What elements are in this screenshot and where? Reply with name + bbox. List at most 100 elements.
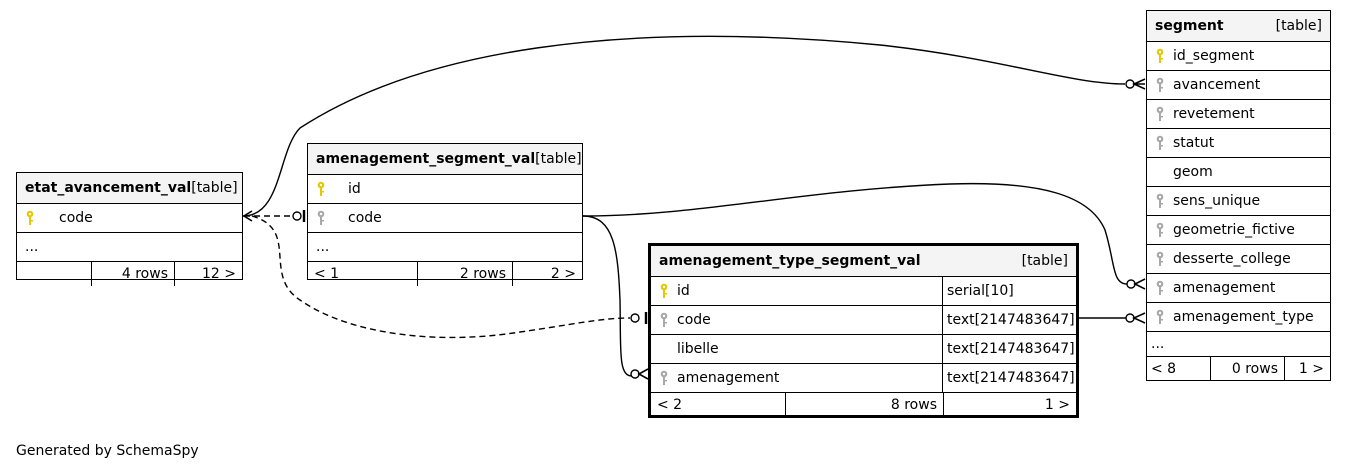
table-header: etat_avancement_val [table] bbox=[17, 173, 242, 204]
table-footer: 4 rows 12 > bbox=[17, 262, 242, 286]
column-row[interactable]: desserte_college bbox=[1147, 245, 1330, 274]
column-name: id bbox=[348, 181, 361, 197]
table-type-label: [table] bbox=[191, 180, 238, 196]
crowfoot-marker bbox=[242, 210, 253, 222]
column-name: libelle bbox=[677, 341, 719, 357]
more-columns: ... bbox=[25, 239, 39, 255]
primary-key-icon bbox=[660, 283, 668, 298]
table-footer: < 2 8 rows 1 > bbox=[651, 393, 1076, 417]
column-name: amenagement_type bbox=[1173, 309, 1314, 325]
table-etat-avancement-val[interactable]: etat_avancement_val [table] code ... 4 r… bbox=[16, 172, 243, 286]
link-asv-to-segment-amenagement bbox=[582, 182, 1128, 285]
column-name: geom bbox=[1173, 164, 1213, 180]
column-row[interactable]: id bbox=[308, 175, 582, 204]
row-count: 2 rows bbox=[417, 262, 512, 286]
table-header: amenagement_segment_val [table] bbox=[308, 144, 582, 175]
table-name: etat_avancement_val bbox=[25, 180, 192, 196]
column-divider bbox=[942, 306, 943, 334]
column-row[interactable]: libelle text[2147483647] bbox=[651, 335, 1076, 364]
table-name: amenagement_segment_val bbox=[316, 151, 536, 167]
parents-count[interactable] bbox=[17, 262, 91, 286]
column-name: code bbox=[348, 210, 382, 226]
crowfoot-marker bbox=[1132, 78, 1146, 90]
column-name: avancement bbox=[1173, 77, 1261, 93]
primary-key-icon bbox=[1156, 48, 1164, 63]
children-count[interactable]: 12 > bbox=[174, 262, 242, 286]
column-name: desserte_college bbox=[1173, 251, 1291, 267]
row-count: 0 rows bbox=[1210, 357, 1284, 381]
column-row[interactable]: sens_unique bbox=[1147, 187, 1330, 216]
zero-marker bbox=[292, 211, 302, 221]
parents-count[interactable]: < 2 bbox=[657, 397, 683, 413]
more-columns: ... bbox=[316, 239, 330, 255]
foreign-key-icon bbox=[317, 210, 325, 225]
column-row[interactable]: statut bbox=[1147, 129, 1330, 158]
column-name: sens_unique bbox=[1173, 193, 1261, 209]
column-divider bbox=[942, 277, 943, 305]
parents-count[interactable]: < 8 bbox=[1151, 361, 1177, 377]
table-footer: < 1 2 rows 2 > bbox=[308, 262, 582, 286]
column-row[interactable]: avancement bbox=[1147, 71, 1330, 100]
column-row[interactable]: id_segment bbox=[1147, 42, 1330, 71]
link-etat-to-atsv-code bbox=[251, 215, 631, 339]
link-etat-to-segment-avancement bbox=[242, 35, 1126, 217]
table-type-label: [table] bbox=[1021, 253, 1068, 269]
row-count: 8 rows bbox=[785, 393, 943, 417]
column-row[interactable]: code text[2147483647] bbox=[651, 306, 1076, 335]
column-name: amenagement bbox=[677, 370, 780, 386]
column-name: id_segment bbox=[1173, 48, 1255, 64]
table-header: amenagement_type_segment_val [table] bbox=[651, 246, 1076, 277]
column-row[interactable]: geom bbox=[1147, 158, 1330, 187]
link-asv-to-atsv-amenagement bbox=[582, 215, 633, 377]
column-row[interactable]: revetement bbox=[1147, 100, 1330, 129]
parents-count[interactable]: < 1 bbox=[314, 266, 340, 282]
column-name: code bbox=[677, 312, 711, 328]
more-columns-row: ... bbox=[308, 233, 582, 262]
column-row[interactable]: code bbox=[308, 204, 582, 233]
column-row[interactable]: geometrie_fictive bbox=[1147, 216, 1330, 245]
column-row[interactable]: code bbox=[17, 204, 242, 233]
column-row[interactable]: amenagement bbox=[1147, 274, 1330, 303]
children-count[interactable]: 1 > bbox=[943, 393, 1076, 417]
column-row[interactable]: id serial[10] bbox=[651, 277, 1076, 306]
table-segment[interactable]: segment [table] id_segment avancement re… bbox=[1146, 10, 1331, 381]
row-count: 4 rows bbox=[91, 262, 174, 286]
children-count[interactable]: 1 > bbox=[1284, 357, 1330, 381]
children-count[interactable]: 2 > bbox=[512, 262, 582, 286]
column-type: text[2147483647] bbox=[947, 312, 1075, 328]
table-footer: < 8 0 rows 1 > bbox=[1147, 357, 1330, 381]
table-amenagement-type-segment-val[interactable]: amenagement_type_segment_val [table] id … bbox=[648, 243, 1079, 418]
generated-by-credit: Generated by SchemaSpy bbox=[16, 443, 199, 459]
primary-key-icon bbox=[317, 181, 325, 196]
column-type: serial[10] bbox=[947, 283, 1014, 299]
foreign-key-icon bbox=[1156, 309, 1164, 324]
foreign-key-icon bbox=[1156, 135, 1164, 150]
foreign-key-icon bbox=[660, 312, 668, 327]
foreign-key-icon bbox=[1156, 280, 1164, 295]
column-divider bbox=[942, 364, 943, 392]
table-name: segment bbox=[1155, 18, 1224, 34]
column-row[interactable]: amenagement_type bbox=[1147, 303, 1330, 332]
foreign-key-icon bbox=[1156, 251, 1164, 266]
crowfoot-marker bbox=[1133, 278, 1146, 290]
foreign-key-icon bbox=[1156, 106, 1164, 121]
primary-key-icon bbox=[26, 210, 34, 225]
table-type-label: [table] bbox=[1275, 18, 1322, 34]
column-type: text[2147483647] bbox=[947, 341, 1075, 357]
table-type-label: [table] bbox=[535, 151, 582, 167]
foreign-key-icon bbox=[1156, 77, 1164, 92]
table-header: segment [table] bbox=[1147, 11, 1330, 42]
table-amenagement-segment-val[interactable]: amenagement_segment_val [table] id code … bbox=[307, 143, 583, 286]
foreign-key-icon bbox=[1156, 193, 1164, 208]
table-name: amenagement_type_segment_val bbox=[659, 253, 921, 269]
column-name: code bbox=[59, 210, 93, 226]
column-row[interactable]: amenagement text[2147483647] bbox=[651, 364, 1076, 393]
column-name: revetement bbox=[1173, 106, 1255, 122]
column-name: amenagement bbox=[1173, 280, 1276, 296]
more-columns-row: ... bbox=[17, 233, 242, 262]
column-name: statut bbox=[1173, 135, 1215, 151]
more-columns-row: ... bbox=[1147, 332, 1330, 357]
crowfoot-marker bbox=[1132, 312, 1146, 324]
foreign-key-icon bbox=[1156, 222, 1164, 237]
